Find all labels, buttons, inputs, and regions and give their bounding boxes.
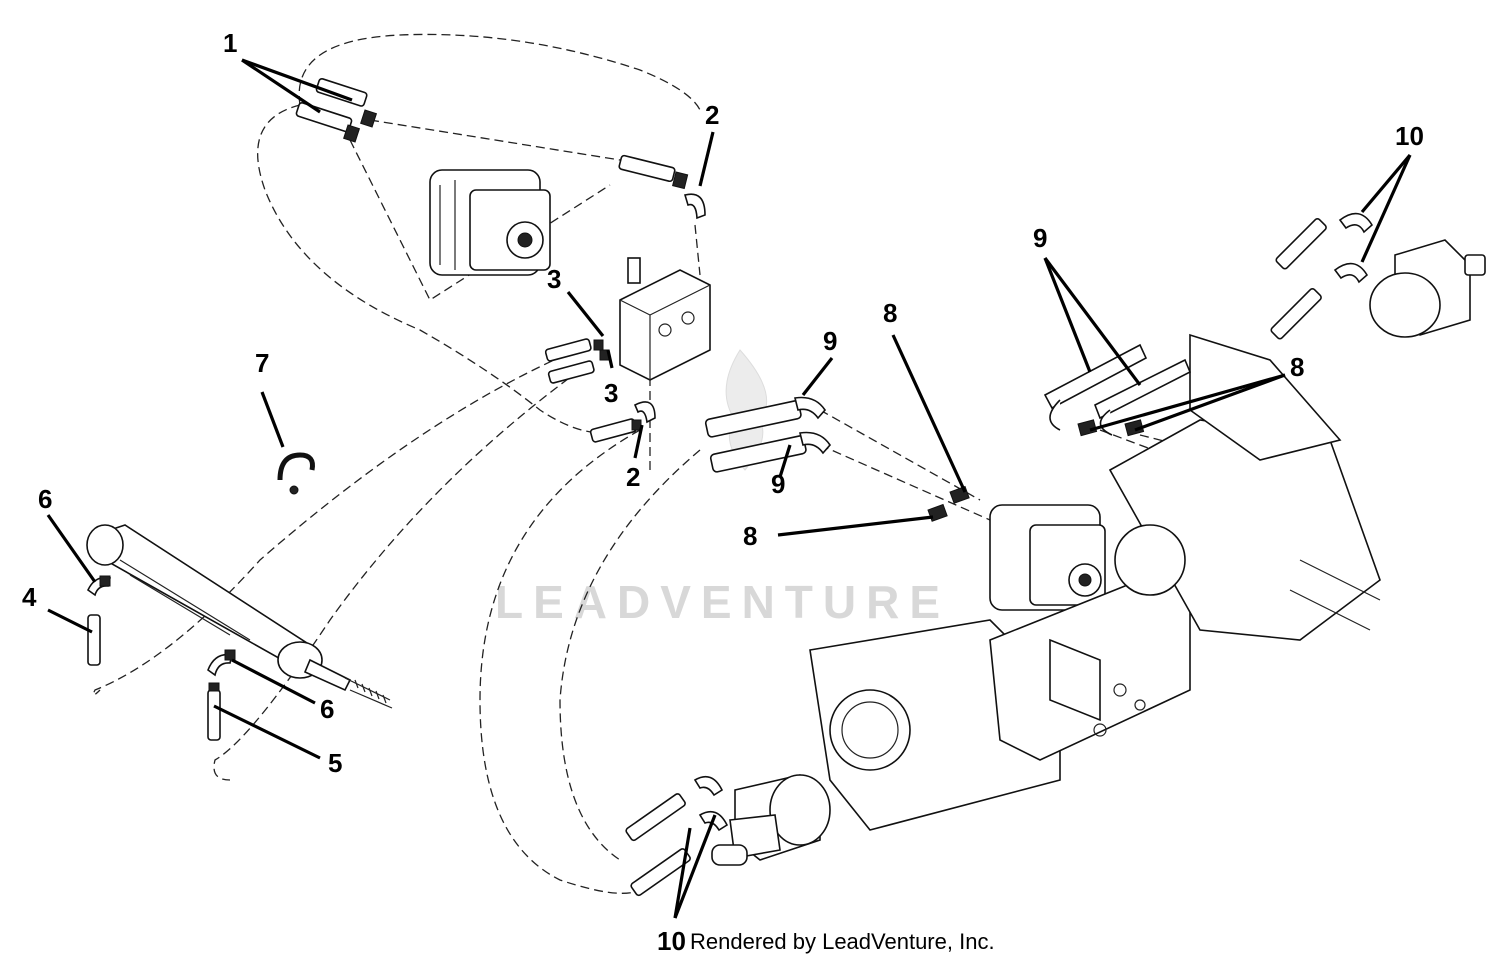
callouts: 1 2 3 3 2 7 6 4 6 5 9 9 8 8 9 8 10 10 bbox=[22, 28, 1424, 956]
watermark-text: LEADVENTURE bbox=[495, 576, 950, 628]
steering-cylinder bbox=[86, 524, 393, 709]
callout-10-lower: 10 bbox=[657, 926, 686, 956]
control-valve bbox=[619, 257, 711, 381]
callout-6-left: 6 bbox=[38, 484, 52, 514]
fittings-8-middle bbox=[927, 485, 970, 522]
fittings-3 bbox=[544, 338, 610, 384]
callout-9-upper: 9 bbox=[823, 326, 837, 356]
callout-8-left: 8 bbox=[743, 521, 757, 551]
hose-ends-1 bbox=[295, 77, 378, 143]
elbow-fitting-upper bbox=[618, 154, 706, 220]
lower-wheel-motor bbox=[625, 774, 831, 897]
callout-6-lower: 6 bbox=[320, 694, 334, 724]
callout-9-right: 9 bbox=[1033, 223, 1047, 253]
callout-7: 7 bbox=[255, 348, 269, 378]
callout-2-upper: 2 bbox=[705, 100, 719, 130]
callout-3-upper: 3 bbox=[547, 264, 561, 294]
callout-4: 4 bbox=[22, 582, 37, 612]
callout-8-upper: 8 bbox=[883, 298, 897, 328]
upper-right-wheel-motor bbox=[1270, 212, 1486, 340]
callout-9-lower: 9 bbox=[771, 469, 785, 499]
elbow-fitting-lower bbox=[589, 401, 656, 443]
hose-routes bbox=[92, 33, 1201, 894]
retaining-ring-7 bbox=[277, 452, 315, 495]
callout-10-right: 10 bbox=[1395, 121, 1424, 151]
callout-3-lower: 3 bbox=[604, 378, 618, 408]
leader-lines bbox=[46, 58, 1412, 919]
callout-5: 5 bbox=[328, 748, 342, 778]
middle-pump bbox=[989, 504, 1106, 611]
cylinder-fittings bbox=[86, 575, 236, 741]
watermark: LEADVENTURE bbox=[495, 349, 950, 628]
callout-8-right: 8 bbox=[1290, 352, 1304, 382]
callout-1: 1 bbox=[223, 28, 237, 58]
callout-2-lower: 2 bbox=[626, 462, 640, 492]
rendered-by-footer: Rendered by LeadVenture, Inc. bbox=[690, 929, 995, 954]
hose-assembly-9-middle bbox=[704, 396, 832, 473]
upper-pump bbox=[429, 169, 551, 276]
chassis-frame bbox=[809, 333, 1381, 831]
